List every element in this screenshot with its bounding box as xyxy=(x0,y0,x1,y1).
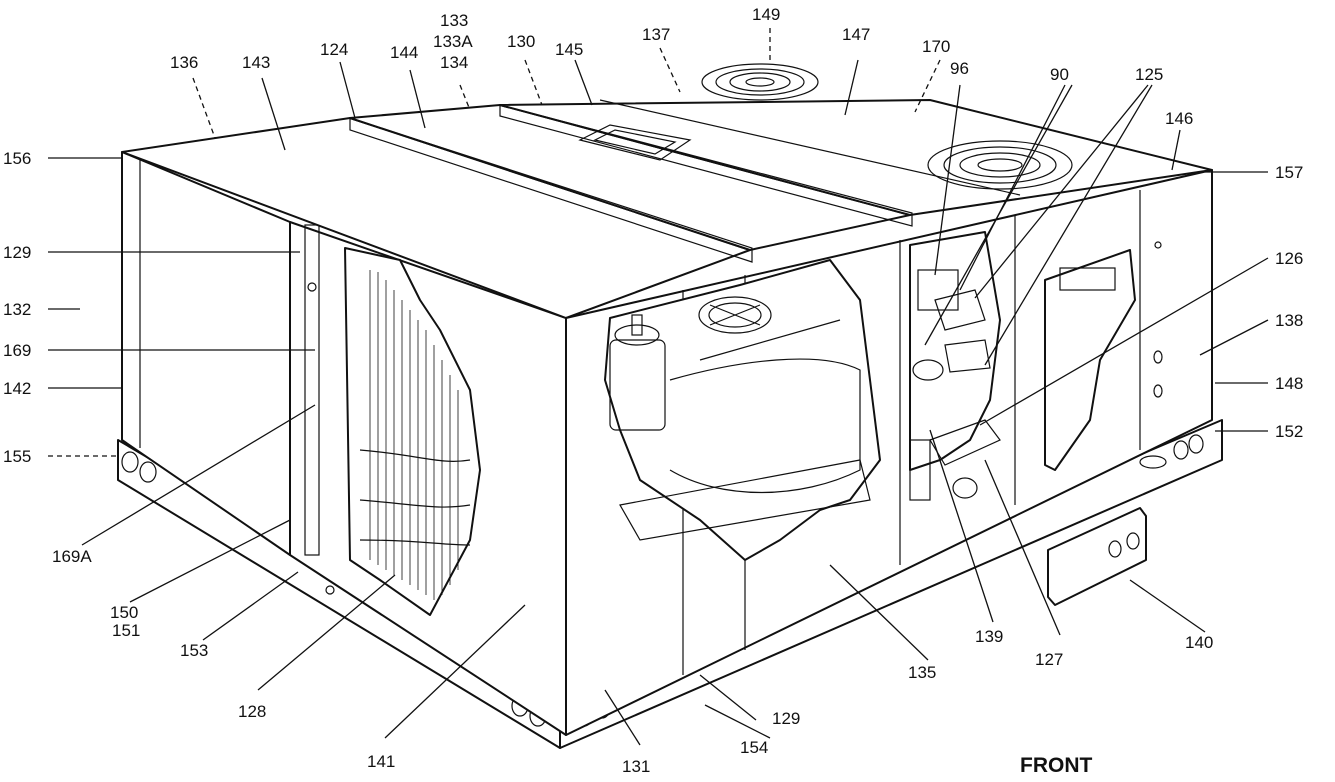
callout-156: 156 xyxy=(3,149,31,168)
callout-149: 149 xyxy=(752,5,780,24)
callout-133a: 133A xyxy=(433,32,473,51)
callout-143: 143 xyxy=(242,53,270,72)
callout-131: 131 xyxy=(622,757,650,776)
callout-152: 152 xyxy=(1275,422,1303,441)
callout-labels: 136 143 124 144 133 133A 134 130 145 137… xyxy=(3,5,1303,777)
condenser-fan-grille-rear xyxy=(701,63,819,101)
callout-153: 153 xyxy=(180,641,208,660)
callout-145: 145 xyxy=(555,40,583,59)
callout-132: 132 xyxy=(3,300,31,319)
callout-138: 138 xyxy=(1275,311,1303,330)
callout-144: 144 xyxy=(390,43,418,62)
control-box xyxy=(929,419,1001,466)
unit-illustration xyxy=(117,63,1223,749)
control-cutaway xyxy=(909,231,1001,471)
callout-142: 142 xyxy=(3,379,31,398)
callout-150: 150 xyxy=(110,603,138,622)
callout-126: 126 xyxy=(1275,249,1303,268)
callout-130: 130 xyxy=(507,32,535,51)
callout-127: 127 xyxy=(1035,650,1063,669)
callout-139: 139 xyxy=(975,627,1003,646)
callout-169: 169 xyxy=(3,341,31,360)
control-components xyxy=(909,269,1001,501)
callout-170: 170 xyxy=(922,37,950,56)
blower-assembly xyxy=(609,296,871,541)
callout-90: 90 xyxy=(1050,65,1069,84)
callout-157: 157 xyxy=(1275,163,1303,182)
callout-124: 124 xyxy=(320,40,348,59)
callout-129-left: 129 xyxy=(3,243,31,262)
callout-96: 96 xyxy=(950,59,969,78)
callout-128: 128 xyxy=(238,702,266,721)
callout-135: 135 xyxy=(908,663,936,682)
blower-cutaway xyxy=(604,259,881,561)
compressor-cutaway xyxy=(1044,249,1136,471)
callout-125: 125 xyxy=(1135,65,1163,84)
callout-169a: 169A xyxy=(52,547,92,566)
callout-155: 155 xyxy=(3,447,31,466)
condenser-fan-grille-front xyxy=(927,140,1073,190)
access-panel-140 xyxy=(1047,507,1147,606)
callout-154: 154 xyxy=(740,738,768,757)
callout-140: 140 xyxy=(1185,633,1213,652)
callout-133: 133 xyxy=(440,11,468,30)
callout-134: 134 xyxy=(440,53,468,72)
callout-137: 137 xyxy=(642,25,670,44)
filter-handle xyxy=(578,124,692,161)
callout-129-front: 129 xyxy=(772,709,800,728)
callout-146: 146 xyxy=(1165,109,1193,128)
callout-147: 147 xyxy=(842,25,870,44)
callout-148: 148 xyxy=(1275,374,1303,393)
coil-fins xyxy=(369,270,459,600)
condenser-coil-cutaway xyxy=(344,247,481,616)
callout-136: 136 xyxy=(170,53,198,72)
callout-151: 151 xyxy=(112,621,140,640)
front-label: FRONT xyxy=(1020,754,1092,777)
leader-lines xyxy=(48,28,1269,746)
callout-141: 141 xyxy=(367,752,395,771)
